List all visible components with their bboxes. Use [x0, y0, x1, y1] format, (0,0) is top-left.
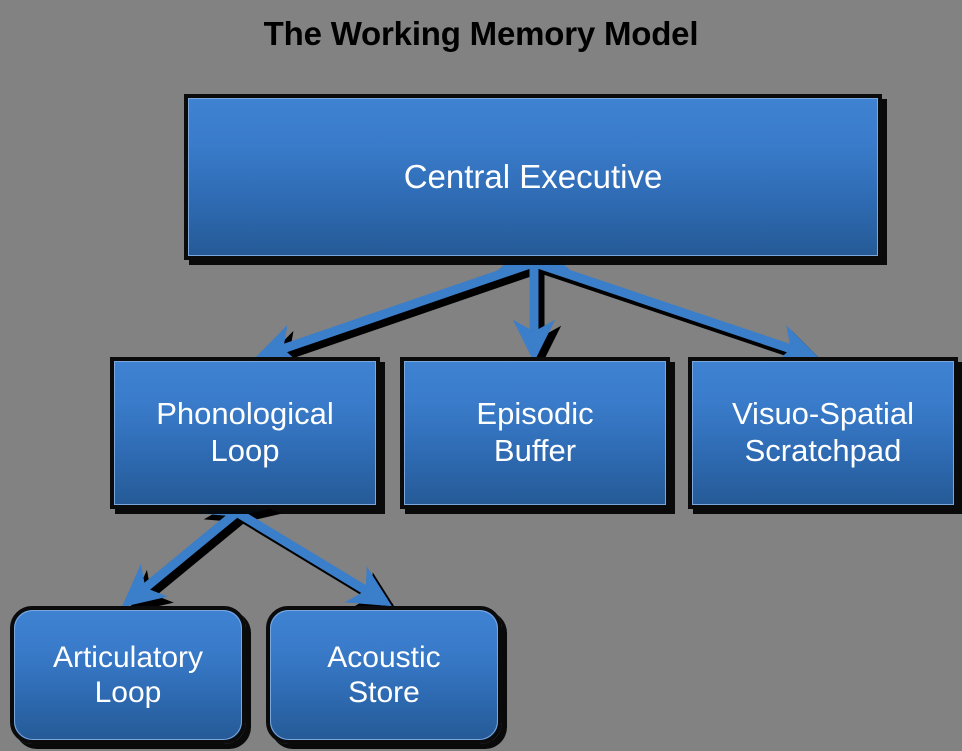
node-label-line-2: Store [348, 676, 420, 709]
node-visuo-spatial-scratchpad-label: Visuo-Spatial Scratchpad [726, 396, 920, 469]
connector-central-visuospatial [495, 232, 820, 366]
node-label-line-1: Phonological [156, 396, 334, 432]
node-label-line-1: Acoustic [327, 640, 441, 674]
connector-phonological-acoustic [197, 477, 392, 607]
page-title: The Working Memory Model [263, 15, 699, 52]
node-episodic-buffer[interactable]: Episodic Buffer [400, 357, 670, 509]
node-label-line-2: Scratchpad [744, 433, 902, 468]
node-visuo-spatial-scratchpad[interactable]: Visuo-Spatial Scratchpad [688, 357, 958, 509]
node-label-line-2: Loop [210, 433, 280, 468]
node-articulatory-loop-label: Articulatory Loop [47, 640, 209, 711]
node-central-executive[interactable]: Central Executive [184, 94, 882, 260]
node-label-line-1: Episodic [476, 396, 594, 432]
connector-shadow-phonological-articulatory [127, 480, 282, 614]
connector-central-phonological [254, 231, 573, 365]
node-phonological-loop-label: Phonological Loop [150, 396, 340, 469]
node-label-line-1: Articulatory [52, 640, 204, 674]
node-acoustic-store[interactable]: Acoustic Store [266, 606, 502, 744]
node-label-line-1: Visuo-Spatial [731, 396, 915, 432]
node-articulatory-loop[interactable]: Articulatory Loop [10, 606, 246, 744]
node-label-line-2: Buffer [493, 433, 577, 468]
node-label-line-2: Loop [94, 676, 162, 709]
node-acoustic-store-label: Acoustic Store [321, 640, 446, 711]
connector-shadow-central-phonological [260, 237, 579, 371]
connector-phonological-articulatory [121, 474, 276, 608]
node-central-executive-label: Central Executive [403, 157, 663, 195]
node-episodic-buffer-label: Episodic Buffer [470, 396, 599, 469]
node-phonological-loop[interactable]: Phonological Loop [110, 357, 380, 509]
